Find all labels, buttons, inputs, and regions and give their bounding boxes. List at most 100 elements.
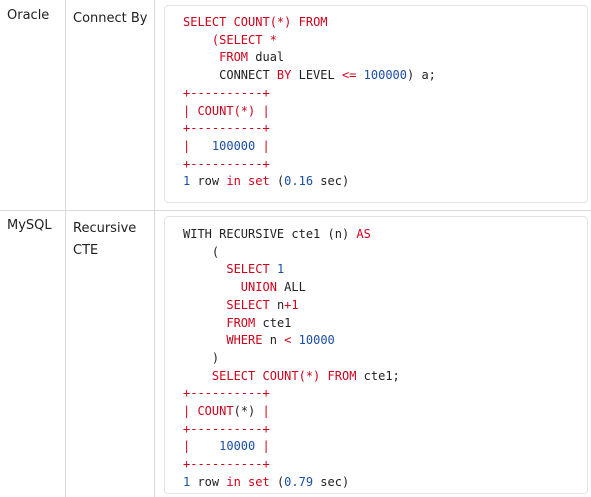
code-token: | xyxy=(183,138,212,153)
code-token: row xyxy=(190,174,227,189)
code-token xyxy=(356,68,363,82)
code-token: n xyxy=(269,297,285,312)
code-token: +----------+ xyxy=(183,421,270,436)
code-block: WITH RECURSIVE cte1 (n) AS ( SELECT 1 UN… xyxy=(164,216,588,494)
code-token: +1 xyxy=(284,297,299,312)
code-line: SELECT COUNT(*) FROM xyxy=(183,15,328,29)
code-line: (SELECT * xyxy=(183,33,277,47)
code-token: 0.79 xyxy=(284,474,314,489)
code-token: <= xyxy=(341,68,357,83)
code-line: SELECT 1 xyxy=(183,262,284,276)
code-line: FROM cte1 xyxy=(183,316,291,330)
code-token: dual xyxy=(248,50,285,65)
code-token: | xyxy=(255,103,270,118)
code-token: 1 xyxy=(183,174,191,189)
code-token: LEVEL xyxy=(291,68,342,83)
code-line: FROM dual xyxy=(183,50,284,64)
code-token: 100000 xyxy=(363,68,407,83)
code-token: WHERE xyxy=(226,333,263,348)
code-token: | xyxy=(183,439,220,454)
code-line: | 10000 | xyxy=(183,439,270,453)
code-token: SELECT COUNT xyxy=(211,368,299,383)
code-block: SELECT COUNT(*) FROM (SELECT * FROM dual… xyxy=(164,5,588,203)
code-token: SELECT xyxy=(226,297,270,312)
code-line: +----------+ xyxy=(183,86,270,100)
code-line: +----------+ xyxy=(183,386,270,400)
code-line: SELECT n+1 xyxy=(183,297,299,312)
table-row: Oracle Connect By SELECT COUNT(*) FROM (… xyxy=(0,0,591,211)
code-token xyxy=(320,369,327,383)
code-token: SELECT COUNT xyxy=(183,15,270,29)
code-line: +----------+ xyxy=(183,157,270,171)
database-cell: MySQL xyxy=(7,218,52,233)
code-token: | xyxy=(255,138,270,153)
code-text: SELECT COUNT(*) FROM (SELECT * FROM dual… xyxy=(183,14,436,191)
database-cell: Oracle xyxy=(7,8,50,23)
table-row: MySQL Recursive CTE WITH RECURSIVE cte1 … xyxy=(0,210,591,497)
code-token: ) a; xyxy=(407,68,436,83)
code-token: +----------+ xyxy=(183,386,270,401)
code-token: +----------+ xyxy=(183,156,270,171)
method-cell: Recursive CTE xyxy=(73,221,137,258)
code-line: +----------+ xyxy=(183,457,270,471)
code-token: ) xyxy=(183,350,220,365)
code-token: +----------+ xyxy=(183,457,270,472)
code-token xyxy=(183,262,226,276)
code-line: 1 row in set (0.16 sec) xyxy=(183,174,349,188)
code-line: CONNECT BY LEVEL <= 100000) a; xyxy=(183,68,436,82)
code-token: (*) xyxy=(269,15,292,29)
code-token: cte1 xyxy=(255,315,292,330)
code-token: in set xyxy=(226,174,270,189)
code-line: 1 row in set (0.79 sec) xyxy=(183,475,349,489)
code-token: (SELECT * xyxy=(211,32,277,47)
code-token xyxy=(183,50,219,64)
code-token xyxy=(270,262,277,276)
code-token: +----------+ xyxy=(183,121,270,136)
code-token: FROM xyxy=(219,50,249,65)
code-line: WHERE n < 10000 xyxy=(183,333,335,348)
code-token: UNION xyxy=(240,280,277,295)
code-line: ( xyxy=(183,245,219,259)
column-divider xyxy=(154,0,155,497)
code-token: (*) xyxy=(233,103,256,118)
code-token: | COUNT xyxy=(183,404,234,419)
code-text: WITH RECURSIVE cte1 (n) AS ( SELECT 1 UN… xyxy=(183,226,400,492)
code-token: | xyxy=(255,404,270,419)
code-token: | xyxy=(255,439,270,454)
code-token: row xyxy=(190,474,227,489)
code-line: +----------+ xyxy=(183,422,270,436)
code-token xyxy=(183,33,212,47)
code-token: AS xyxy=(356,227,371,241)
code-token: | COUNT xyxy=(183,103,234,118)
code-token: ( xyxy=(269,174,285,189)
code-token: sec) xyxy=(313,474,350,489)
code-token: (*) xyxy=(233,404,256,419)
code-line: WITH RECURSIVE cte1 (n) AS xyxy=(183,227,371,241)
code-token xyxy=(291,333,298,347)
code-token: +----------+ xyxy=(183,85,270,100)
column-divider xyxy=(65,0,66,497)
code-token: n xyxy=(262,333,285,348)
code-token: 100000 xyxy=(211,138,256,153)
code-token xyxy=(183,280,241,294)
code-token: ( xyxy=(183,244,220,259)
code-token xyxy=(183,333,226,347)
code-token xyxy=(183,316,226,330)
code-line: SELECT COUNT(*) FROM cte1; xyxy=(183,369,400,383)
code-line: | COUNT(*) | xyxy=(183,104,270,118)
code-token: SELECT xyxy=(226,262,270,277)
code-token: WITH RECURSIVE cte1 (n) xyxy=(183,227,357,241)
method-cell: Connect By xyxy=(73,11,148,26)
code-token: 1 xyxy=(276,262,285,277)
code-line: +----------+ xyxy=(183,121,270,135)
code-token xyxy=(183,298,226,312)
code-token: in set xyxy=(226,474,270,489)
code-line: | 100000 | xyxy=(183,139,270,153)
code-token: 10000 xyxy=(219,439,256,454)
code-token: ( xyxy=(269,474,285,489)
code-token: FROM xyxy=(327,368,357,383)
code-token: CONNECT xyxy=(183,68,277,83)
code-token: 10000 xyxy=(298,333,335,348)
code-line: | COUNT(*) | xyxy=(183,404,270,418)
